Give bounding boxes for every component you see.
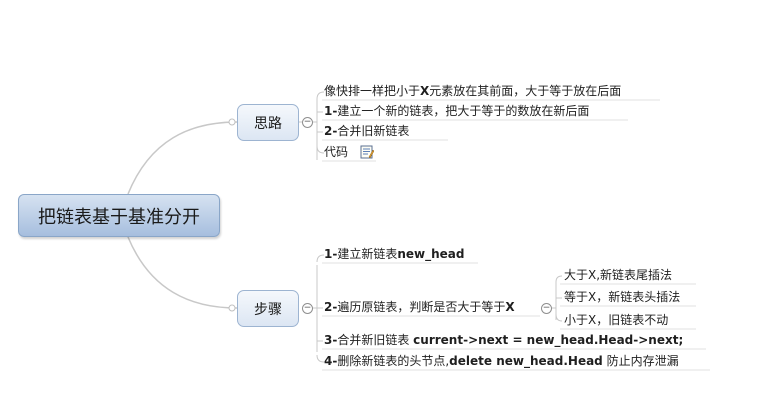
leaf-topic[interactable]: 像快排一样把小于X元素放在其前面，大于等于放在后面 xyxy=(324,83,621,99)
minus-icon[interactable]: − xyxy=(302,303,313,314)
leaf-text: 遍历原链表，判断是否大于等于 xyxy=(337,300,506,314)
sub-topic-label: 小于X，旧链表不动 xyxy=(564,313,669,327)
sub-topic-label: 大于X,新链表尾插法 xyxy=(564,268,673,282)
leaf-text: 删除新链表的头节点, xyxy=(337,354,450,368)
leaf-topic[interactable]: 1-建立新链表new_head xyxy=(324,246,465,262)
leaf-prefix: 4- xyxy=(324,354,338,368)
minus-icon[interactable]: − xyxy=(302,117,313,128)
leaf-text: 合并旧新链表 xyxy=(337,124,410,138)
root-topic-label: 把链表基于基准分开 xyxy=(38,206,200,228)
branch-topic-label: 思路 xyxy=(254,115,282,132)
leaf-text-suffix: 元素放在其前面，大于等于放在后面 xyxy=(429,84,622,98)
leaf-text: 合并新旧链表 xyxy=(337,333,414,347)
minus-icon[interactable]: − xyxy=(541,303,552,314)
leaf-bold: delete new_head.Head xyxy=(449,354,603,368)
leaf-bold: current->next = new_head.Head->next; xyxy=(413,333,684,347)
leaf-prefix: 2- xyxy=(324,124,338,138)
leaf-text: 代码 xyxy=(324,145,349,159)
leaf-prefix: 2- xyxy=(324,300,338,314)
root-topic[interactable]: 把链表基于基准分开 xyxy=(18,194,220,237)
leaf-text: 建立新链表 xyxy=(337,247,398,261)
leaf-bold: new_head xyxy=(397,247,465,261)
leaf-bold: X xyxy=(420,84,430,98)
leaf-topic[interactable]: 2-遍历原链表，判断是否大于等于X xyxy=(324,299,515,315)
leaf-text: 建立一个新的链表，把大于等于的数放在新后面 xyxy=(337,104,590,118)
leaf-text-suffix: 防止内存泄漏 xyxy=(602,354,679,368)
leaf-topic[interactable]: 1-建立一个新的链表，把大于等于的数放在新后面 xyxy=(324,103,589,119)
branch-topic-idea[interactable]: 思路 xyxy=(237,104,299,141)
leaf-prefix: 3- xyxy=(324,333,338,347)
sub-topic[interactable]: 小于X，旧链表不动 xyxy=(564,312,668,328)
leaf-bold: X xyxy=(505,300,515,314)
leaf-topic-code[interactable]: 代码 xyxy=(324,144,375,160)
leaf-topic[interactable]: 2-合并旧新链表 xyxy=(324,123,409,139)
sub-topic[interactable]: 大于X,新链表尾插法 xyxy=(564,267,672,283)
leaf-prefix: 1- xyxy=(324,247,338,261)
leaf-text: 像快排一样把小于 xyxy=(324,84,421,98)
sub-topic[interactable]: 等于X，新链表头插法 xyxy=(564,289,680,305)
leaf-topic[interactable]: 3-合并新旧链表 current->next = new_head.Head->… xyxy=(324,332,683,348)
branch-topic-steps[interactable]: 步骤 xyxy=(237,290,299,327)
leaf-topic[interactable]: 4-删除新链表的头节点,delete new_head.Head 防止内存泄漏 xyxy=(324,353,679,369)
note-icon[interactable] xyxy=(360,145,375,159)
leaf-prefix: 1- xyxy=(324,104,338,118)
sub-topic-label: 等于X，新链表头插法 xyxy=(564,290,681,304)
branch-topic-label: 步骤 xyxy=(254,301,282,318)
